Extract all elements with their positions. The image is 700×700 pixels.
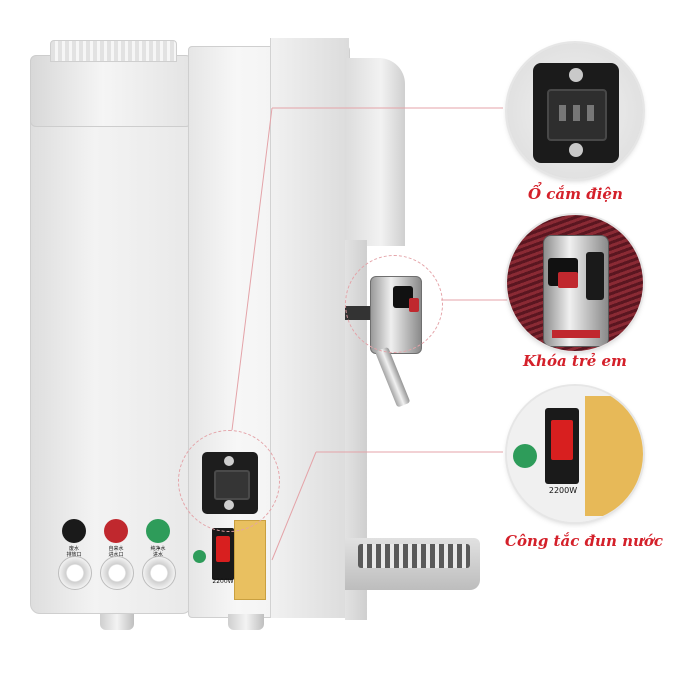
child-lock-zoom-icon xyxy=(543,235,609,347)
port-fitting-tap xyxy=(100,556,134,590)
socket-highlight-circle xyxy=(178,430,280,532)
connector-socket xyxy=(231,107,273,431)
zoom-heating-switch: 2200W xyxy=(507,386,643,522)
port-label-tap xyxy=(104,519,128,543)
foot xyxy=(228,614,264,630)
port-label-waste xyxy=(62,519,86,543)
front-top-cover xyxy=(345,58,405,246)
port-fitting-waste xyxy=(58,556,92,590)
port-text-pure: 纯净水 进水 xyxy=(150,546,166,558)
heating-switch xyxy=(212,528,234,580)
connector-switch xyxy=(271,451,317,561)
tank-cap xyxy=(30,55,192,127)
caption-heating-switch: Công tắc đun nước xyxy=(505,532,664,550)
drain-outlet xyxy=(100,614,134,630)
zoom-power-socket xyxy=(507,43,643,179)
heating-switch-zoom-icon xyxy=(545,408,579,484)
front-body xyxy=(270,38,349,618)
port-text-tap: 自来水 进水口 xyxy=(108,546,124,558)
heating-switch-zoom-wattage: 2200W xyxy=(548,486,578,495)
zoom-child-lock xyxy=(507,215,643,351)
caption-child-lock: Khóa trẻ em xyxy=(523,352,627,370)
port-text-waste: 废水 排放口 xyxy=(66,546,82,558)
caution-sticker-zoom xyxy=(585,396,643,516)
green-info-dot xyxy=(193,550,206,563)
drip-tray-grill xyxy=(358,544,470,568)
heating-switch-wattage: 2200W xyxy=(212,578,234,585)
port-fitting-pure xyxy=(142,556,176,590)
caution-sticker xyxy=(234,520,266,600)
port-label-pure xyxy=(146,519,170,543)
tank-cap-ridge xyxy=(50,40,177,62)
caption-power-socket: Ổ cắm điện xyxy=(528,185,623,203)
faucet-highlight-circle xyxy=(345,255,443,353)
power-socket-zoom-icon xyxy=(533,63,619,163)
green-info-dot-zoom xyxy=(513,444,537,468)
